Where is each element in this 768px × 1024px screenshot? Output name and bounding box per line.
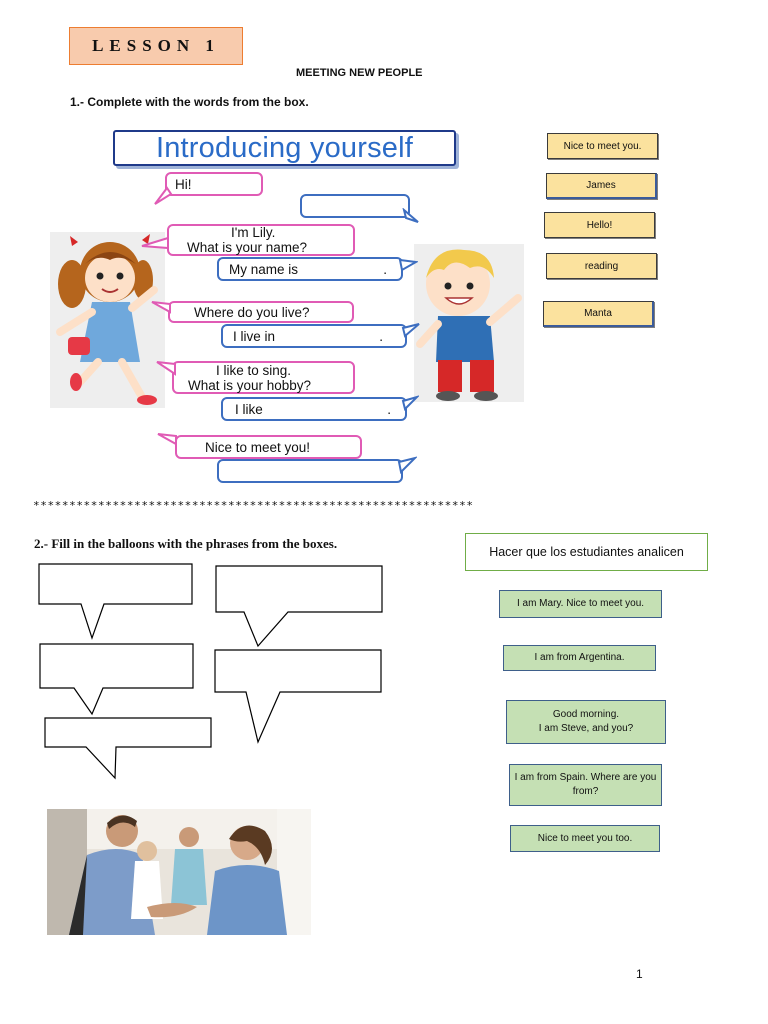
bubble-lily-line-2: What is your name? — [187, 240, 308, 255]
empty-balloons — [38, 563, 383, 780]
bubble-where-live-text: Where do you live? — [194, 304, 310, 320]
balloon-2[interactable] — [215, 565, 383, 648]
word-hello: Hello! — [544, 212, 655, 238]
bubble-lily-line-1: I'm Lily. — [231, 225, 276, 240]
people-handshake-photo — [47, 809, 311, 935]
bubble-i-live: I live in . — [221, 324, 407, 348]
bubble-tail — [401, 395, 419, 411]
bubble-tail — [398, 258, 418, 272]
bubble-tail — [151, 301, 171, 314]
word-reading: reading — [546, 253, 657, 279]
bubble-tail — [141, 236, 169, 250]
word-manta: Manta — [543, 301, 654, 327]
bubble-tail — [154, 186, 173, 205]
phrase-nice-too: Nice to meet you too. — [510, 825, 660, 852]
bubble-hobby-line-1: I like to sing. — [216, 362, 292, 378]
bubble-nice: Nice to meet you! — [175, 435, 362, 459]
word-nice-to-meet-you: Nice to meet you. — [547, 133, 658, 159]
page-title: MEETING NEW PEOPLE — [296, 67, 423, 79]
bubble-i-like: I like . — [221, 397, 407, 421]
bubble-tail — [397, 456, 417, 474]
bubble-tail — [402, 208, 419, 223]
bubble-nice-text: Nice to meet you! — [205, 439, 311, 455]
bubble-dot: . — [387, 401, 391, 417]
bubble-answer-empty-1 — [300, 194, 410, 218]
balloon-5[interactable] — [44, 717, 212, 780]
bubble-hi-text: Hi! — [175, 176, 192, 192]
exercise-1-instruction: 1.- Complete with the words from the box… — [70, 95, 309, 109]
bubble-i-live-text: I live in — [233, 328, 276, 344]
balloon-4[interactable] — [214, 649, 382, 744]
phrase-mary: I am Mary. Nice to meet you. — [499, 590, 662, 618]
bubble-hi: Hi! — [165, 172, 263, 196]
boy-illustration — [414, 244, 524, 402]
separator-stars: ****************************************… — [33, 499, 474, 512]
bubble-tail — [401, 323, 420, 338]
balloon-3[interactable] — [39, 643, 194, 716]
bubble-tail — [156, 361, 176, 376]
bubble-lily: I'm Lily. What is your name? — [167, 224, 355, 256]
bubble-hobby: I like to sing. What is your hobby? — [172, 361, 355, 394]
bubble-my-name-text: My name is — [229, 261, 299, 277]
bubble-hobby-line-2: What is your hobby? — [188, 377, 312, 393]
phrase-steve: Good morning. I am Steve, and you? — [506, 700, 666, 744]
bubble-dot: . — [383, 261, 387, 277]
bubble-where-live: Where do you live? — [168, 301, 354, 323]
lesson-label: LESSON 1 — [69, 27, 243, 65]
bubble-my-name: My name is . — [217, 257, 403, 281]
teacher-hint-box: Hacer que los estudiantes analicen — [465, 533, 708, 571]
exercise-2-instruction: 2.- Fill in the balloons with the phrase… — [34, 536, 338, 551]
phrase-argentina: I am from Argentina. — [503, 645, 656, 671]
bubble-dot: . — [379, 328, 383, 344]
phrase-spain: I am from Spain. Where are you from? — [509, 764, 662, 806]
bubble-tail — [157, 433, 177, 446]
bubble-answer-empty-2 — [217, 459, 403, 483]
bubble-i-like-text: I like — [235, 401, 263, 417]
illustration-title: Introducing yourself — [113, 130, 456, 166]
girl-illustration — [50, 232, 165, 408]
balloon-1[interactable] — [38, 563, 193, 640]
word-james: James — [546, 173, 657, 199]
page-number: 1 — [636, 967, 643, 981]
